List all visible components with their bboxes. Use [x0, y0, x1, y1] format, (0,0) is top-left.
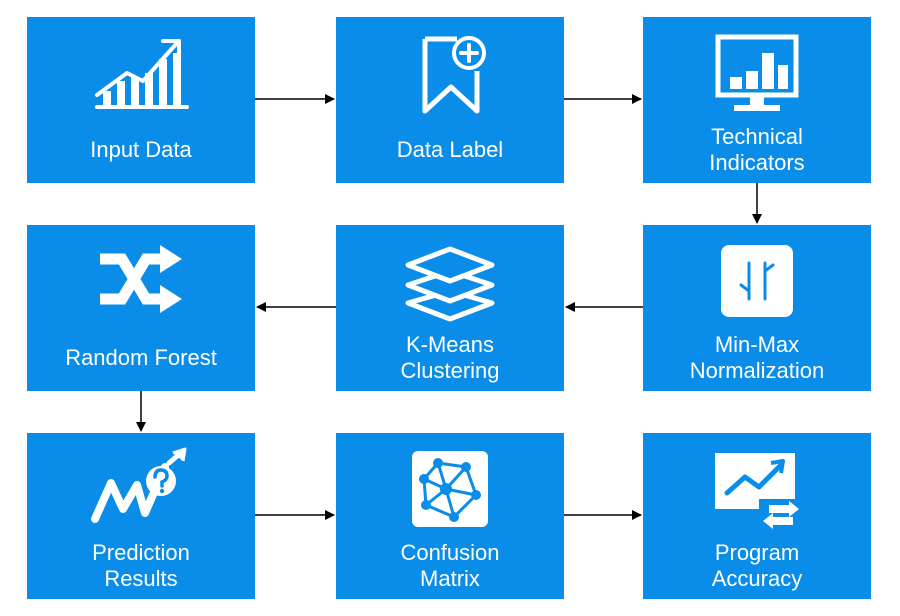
node-random-forest-label: Random Forest	[65, 345, 217, 370]
node-input-data: Input Data	[27, 17, 255, 183]
growth-bar-chart-icon	[95, 39, 189, 109]
shuffle-icon	[100, 245, 182, 313]
node-data-label: Data Label	[336, 17, 564, 183]
network-graph-icon	[412, 451, 488, 527]
trend-question-icon	[91, 447, 187, 523]
trend-exchange-icon	[715, 453, 803, 529]
monitor-bar-chart-icon	[715, 34, 799, 111]
bookmark-add-icon	[422, 36, 486, 114]
node-input-data-label: Input Data	[90, 137, 192, 162]
node-data-label-label: Data Label	[396, 137, 504, 162]
normalize-arrows-icon	[721, 245, 793, 317]
node-random-forest: Random Forest	[27, 225, 255, 391]
layers-icon	[405, 246, 495, 322]
